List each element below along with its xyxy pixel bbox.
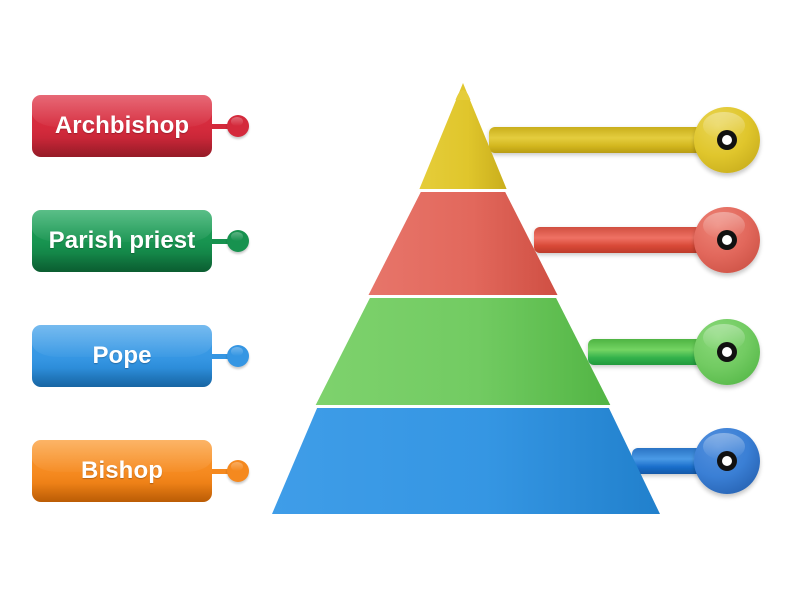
pyramid-bands [272,83,660,514]
label-stem-bishop [206,469,236,474]
label-chip-pope[interactable]: Pope [32,325,212,387]
drop-target-third-hole [717,342,737,362]
drop-target-third[interactable] [694,319,760,385]
label-chip-pope-text: Pope [92,342,152,369]
label-stem-pope [206,354,236,359]
pyramid-band-third[interactable] [316,298,611,405]
drop-target-top[interactable] [694,107,760,173]
connector-bars [489,127,733,474]
label-chip-parish-priest[interactable]: Parish priest [32,210,212,272]
label-chip-bishop-text: Bishop [81,457,163,484]
label-stem-parish-priest [206,239,236,244]
drop-target-bottom-hole [717,451,737,471]
drop-target-top-hole [717,130,737,150]
label-chip-archbishop[interactable]: Archbishop [32,95,212,157]
pyramid-band-top[interactable] [419,83,507,189]
label-dot-parish-priest[interactable] [227,230,249,252]
pyramid-band-second-shape[interactable] [368,192,558,295]
label-chip-bishop[interactable]: Bishop [32,440,212,502]
label-chip-archbishop-text: Archbishop [54,112,190,139]
pyramid-apex-cap [455,90,471,100]
drop-target-bottom[interactable] [694,428,760,494]
label-stem-archbishop [206,124,236,129]
label-dot-pope[interactable] [227,345,249,367]
drop-target-second[interactable] [694,207,760,273]
label-dot-bishop[interactable] [227,460,249,482]
pyramid-band-bottom[interactable] [272,408,660,514]
label-chip-parish-priest-text: Parish priest [48,227,196,254]
pyramid-band-third-shape[interactable] [315,298,611,405]
drop-target-second-hole [717,230,737,250]
label-dot-archbishop[interactable] [227,115,249,137]
pyramid-band-second[interactable] [369,192,558,295]
